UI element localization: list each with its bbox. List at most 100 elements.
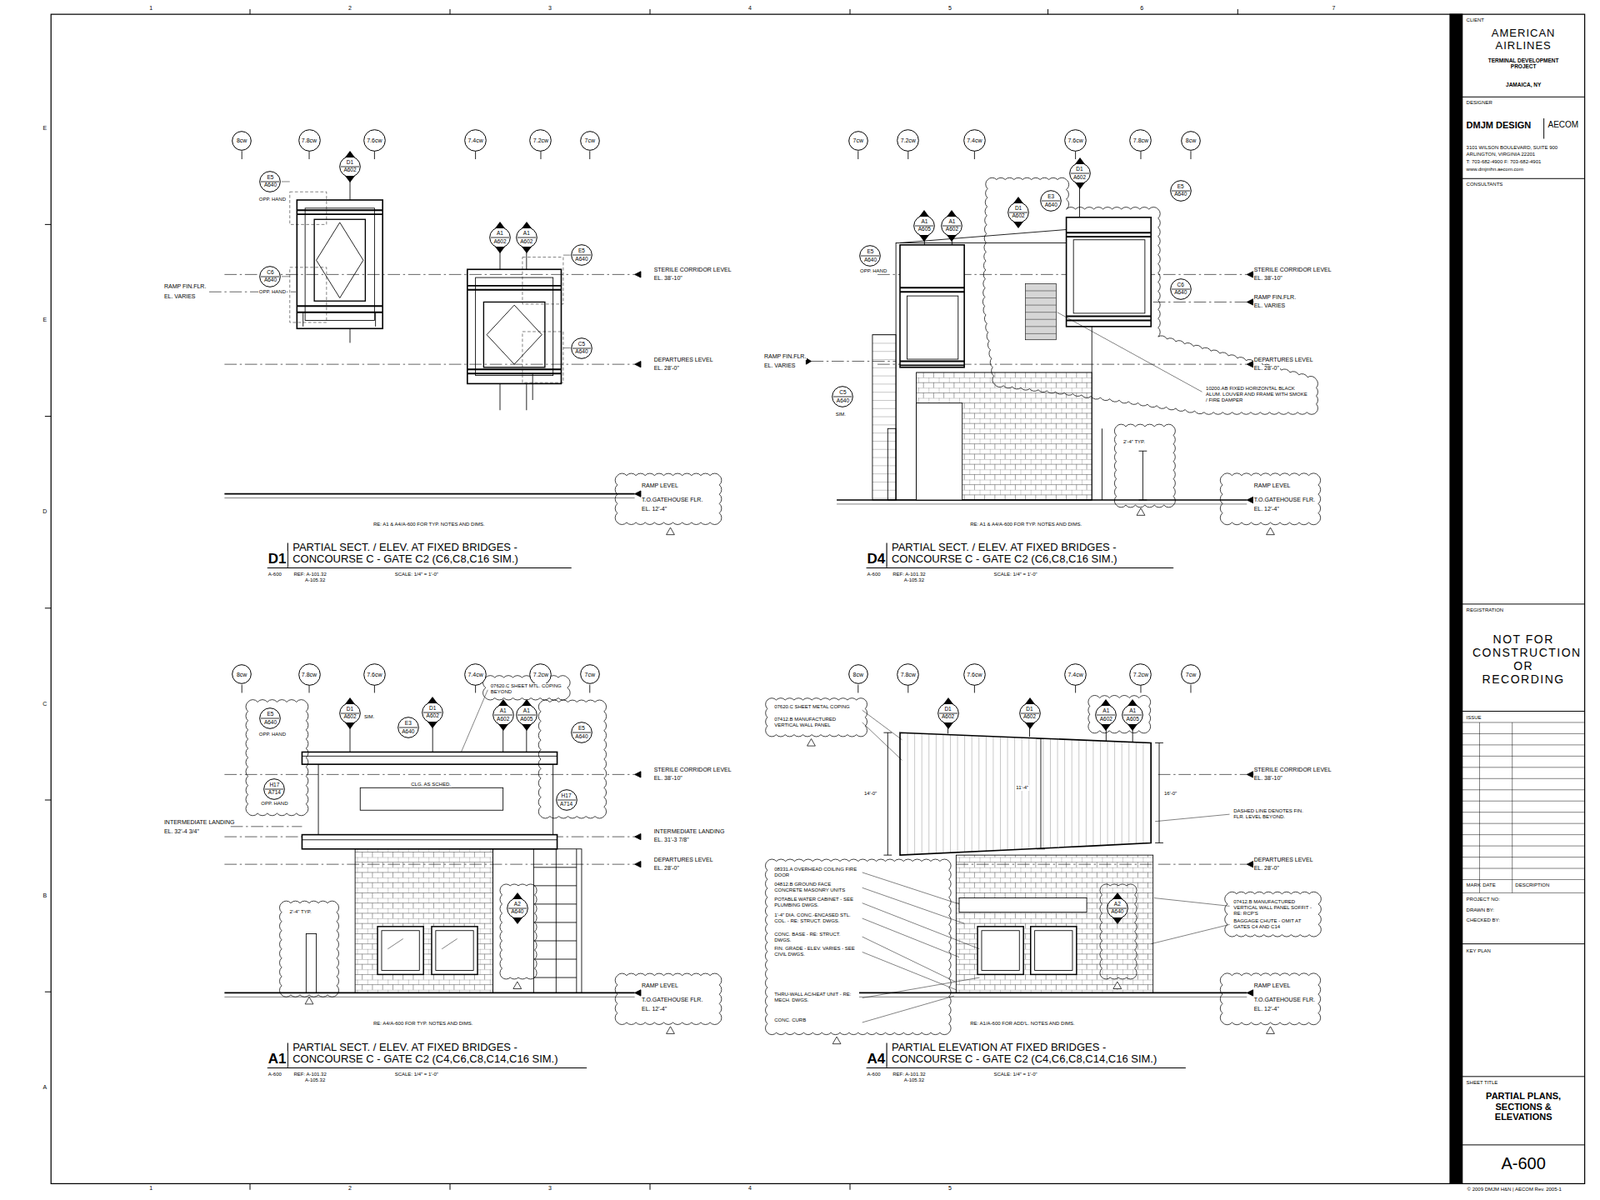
drawing-title: CONCOURSE C - GATE C2 (C4,C6,C8,C14,C16 … xyxy=(890,1053,1158,1066)
section-callout: A1A605 xyxy=(1121,704,1144,726)
drawing-title: A4 xyxy=(866,1050,887,1068)
drawing-note: DEPARTURES LEVEL xyxy=(653,856,715,864)
leader-line xyxy=(862,710,980,1023)
grid-bubble: 7.8cw xyxy=(896,663,920,686)
grid-label: 7.6cw xyxy=(1067,137,1083,144)
grid-bubble: 7cw xyxy=(1180,664,1201,685)
drawing-note: CLG. AS SCHED. xyxy=(410,781,452,788)
callout-number: A1 xyxy=(496,230,504,237)
drawing-note: SIM. xyxy=(363,714,375,720)
grid-line xyxy=(1075,150,1076,160)
bubble-circle xyxy=(580,131,600,151)
grid-bubble: 7.8cw xyxy=(298,663,321,686)
title-block-text: AECOM xyxy=(1548,120,1580,130)
drawing-title: D4 xyxy=(866,550,887,568)
section-callout: D1A602 xyxy=(421,701,444,724)
callout-divider xyxy=(942,225,961,226)
callout-divider xyxy=(265,788,284,790)
drawing-note: 4 xyxy=(747,1185,753,1192)
section-marker xyxy=(521,221,532,254)
drawing-note: BAGGAGE CHUTE - OMIT AT GATES C4 AND C14 xyxy=(1232,918,1316,930)
callout-number: A640 xyxy=(864,257,877,264)
bubble-circle xyxy=(260,708,281,730)
section-d1 xyxy=(209,274,635,365)
grid-label: 7.2cw xyxy=(1133,671,1149,678)
section-a1 xyxy=(318,764,554,837)
section-marker xyxy=(1025,697,1035,730)
sheet-frame xyxy=(50,14,1585,1184)
title-block xyxy=(1450,14,1463,1184)
section-d4 xyxy=(1073,240,1145,314)
drawing-title: CONCOURSE C - GATE C2 (C6,C8,C16 SIM.) xyxy=(890,553,1119,566)
grid-label: 7.6cw xyxy=(366,137,382,144)
callout-divider xyxy=(490,237,510,239)
bubble-circle xyxy=(1107,897,1129,919)
callout-number: A640 xyxy=(575,349,588,355)
grid-bubble: 7.4cw xyxy=(1064,663,1087,686)
drawing-note: EL. 12'-4" xyxy=(1253,505,1280,513)
bubble-circle xyxy=(848,131,868,151)
grid-line xyxy=(374,150,375,160)
section-marker xyxy=(1013,196,1024,229)
callout-number: C5 xyxy=(578,341,585,348)
section-callout: A1A605 xyxy=(913,215,935,237)
callout-divider xyxy=(340,712,360,714)
revision-delta xyxy=(305,996,314,1005)
sheet-frame xyxy=(45,9,1585,1190)
section-a4 xyxy=(959,898,1087,913)
section-callout: A1A602 xyxy=(940,215,963,237)
title-block-text: ISSUE xyxy=(1466,715,1482,721)
section-marker xyxy=(1112,892,1123,925)
callout-divider xyxy=(1096,715,1115,716)
callout-outline xyxy=(1007,201,1030,224)
section-callout: A1A605 xyxy=(515,704,538,726)
drawing-note: 5 xyxy=(947,1185,953,1192)
section-d1 xyxy=(475,277,554,376)
section-callout: E5A640 xyxy=(259,170,281,193)
drawing-note: REF: A-101.32 xyxy=(292,1071,327,1078)
section-a1 xyxy=(301,755,557,757)
callout-divider xyxy=(572,255,591,256)
callout-number: A602 xyxy=(1023,714,1036,720)
callout-number: C5 xyxy=(839,390,846,396)
leader-line xyxy=(281,181,1230,1023)
callout-number: A602 xyxy=(1073,175,1086,181)
section-a4 xyxy=(977,926,1024,975)
drawing-note: REF: A-101.32 xyxy=(891,571,926,578)
drawing-note: 07620.C SHEET METAL COPING xyxy=(773,704,859,710)
section-d4 xyxy=(836,503,1247,505)
drawing-note: FIN. GRADE - ELEV. VARIES - SEE CIVIL DW… xyxy=(773,945,859,958)
grid-bubble: 8cw xyxy=(1180,130,1201,151)
callout-divider xyxy=(260,718,280,720)
drawing-note: 10200.AB FIXED HORIZONTAL BLACK ALUM. LO… xyxy=(1205,385,1309,404)
bubble-circle xyxy=(516,227,538,249)
section-d4 xyxy=(900,245,965,368)
section-callout: D1A602 xyxy=(339,155,361,178)
callout-outline xyxy=(1069,162,1091,185)
section-marker xyxy=(498,699,509,731)
callout-divider xyxy=(939,712,958,714)
bubble-circle xyxy=(1069,163,1090,185)
drawing-note: D xyxy=(41,508,48,515)
callout-number: E5 xyxy=(267,175,275,181)
grid-label: 7cw xyxy=(853,137,864,144)
section-d1 xyxy=(296,200,383,329)
callout-outline xyxy=(263,778,285,800)
callout-number: A1 xyxy=(948,219,955,225)
callout-number: E5 xyxy=(867,249,875,255)
title-block-text: TERMINAL DEVELOPMENT PROJECT xyxy=(1477,57,1570,70)
grid-label: 7.2cw xyxy=(533,671,549,678)
callout-outline xyxy=(1106,897,1129,920)
title-block-text: JAMAICA, NY xyxy=(1477,81,1570,88)
drawing-note: SCALE: 1/4" = 1'-0" xyxy=(394,571,440,578)
drawing-note: A-105.32 xyxy=(903,1077,925,1084)
drawing-note: 07620.C SHEET MTL. COPING BEYOND xyxy=(490,683,564,695)
bubble-circle xyxy=(465,664,487,686)
callout-divider xyxy=(557,800,576,801)
section-callout: E3A640 xyxy=(397,716,420,739)
section-d4 xyxy=(805,185,1253,569)
callout-number: H17 xyxy=(269,782,280,789)
grid-bubble: 7.6cw xyxy=(963,663,986,686)
drawing-note: 3 xyxy=(547,5,553,12)
grid-label: 8cw xyxy=(1185,137,1196,144)
